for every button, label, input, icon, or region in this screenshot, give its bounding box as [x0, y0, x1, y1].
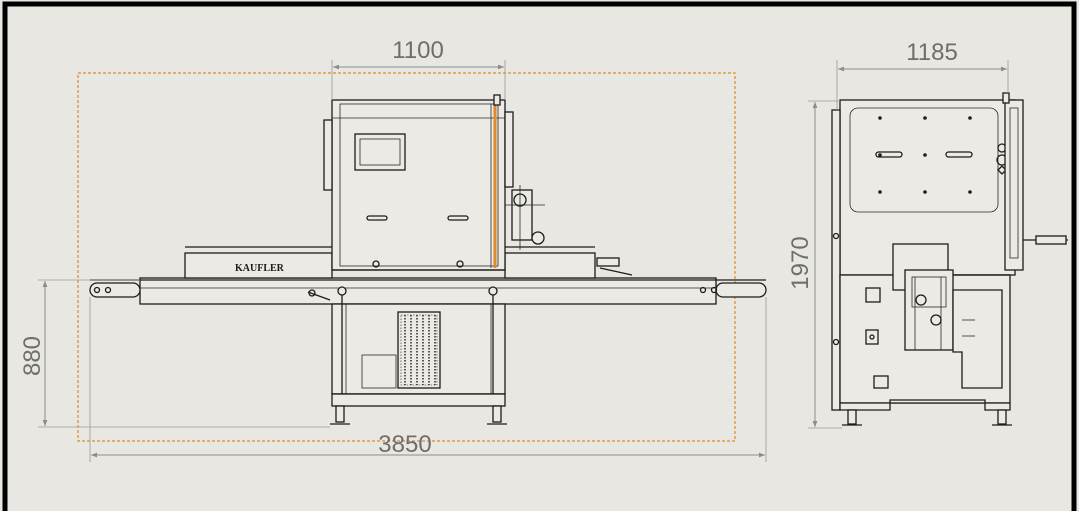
dimension-label-3850: 3850 — [378, 431, 431, 458]
side-panel-window — [849, 107, 999, 213]
dimension-label-880: 880 — [19, 336, 46, 376]
vent-grille — [397, 311, 441, 389]
conveyor-roller-right — [715, 282, 767, 298]
base-housing-left — [184, 252, 333, 279]
power-socket-icon — [865, 329, 879, 345]
base-housing-right — [504, 252, 596, 279]
conveyor-body — [139, 277, 717, 305]
front-envelope-outline — [77, 72, 736, 442]
dimension-label-1185: 1185 — [906, 39, 958, 66]
dimension-label-1970: 1970 — [787, 236, 814, 289]
side-foot-right — [997, 409, 1007, 425]
side-foot-left — [847, 409, 857, 425]
touch-screen — [354, 133, 406, 171]
brand-label: KAUFLER — [235, 263, 285, 274]
dimension-label-1100: 1100 — [392, 37, 444, 64]
panel-bolts — [878, 116, 972, 194]
side-view: 1185 1970 — [787, 39, 1068, 429]
foot-right — [492, 405, 502, 423]
film-unwinder — [505, 185, 545, 250]
sealing-cabinet — [331, 99, 506, 271]
side-handle — [1035, 235, 1067, 245]
foot-left — [335, 405, 345, 423]
side-panel-right — [952, 289, 1003, 389]
front-view: KAUFLER — [19, 37, 767, 462]
conveyor-roller-left — [89, 282, 141, 298]
